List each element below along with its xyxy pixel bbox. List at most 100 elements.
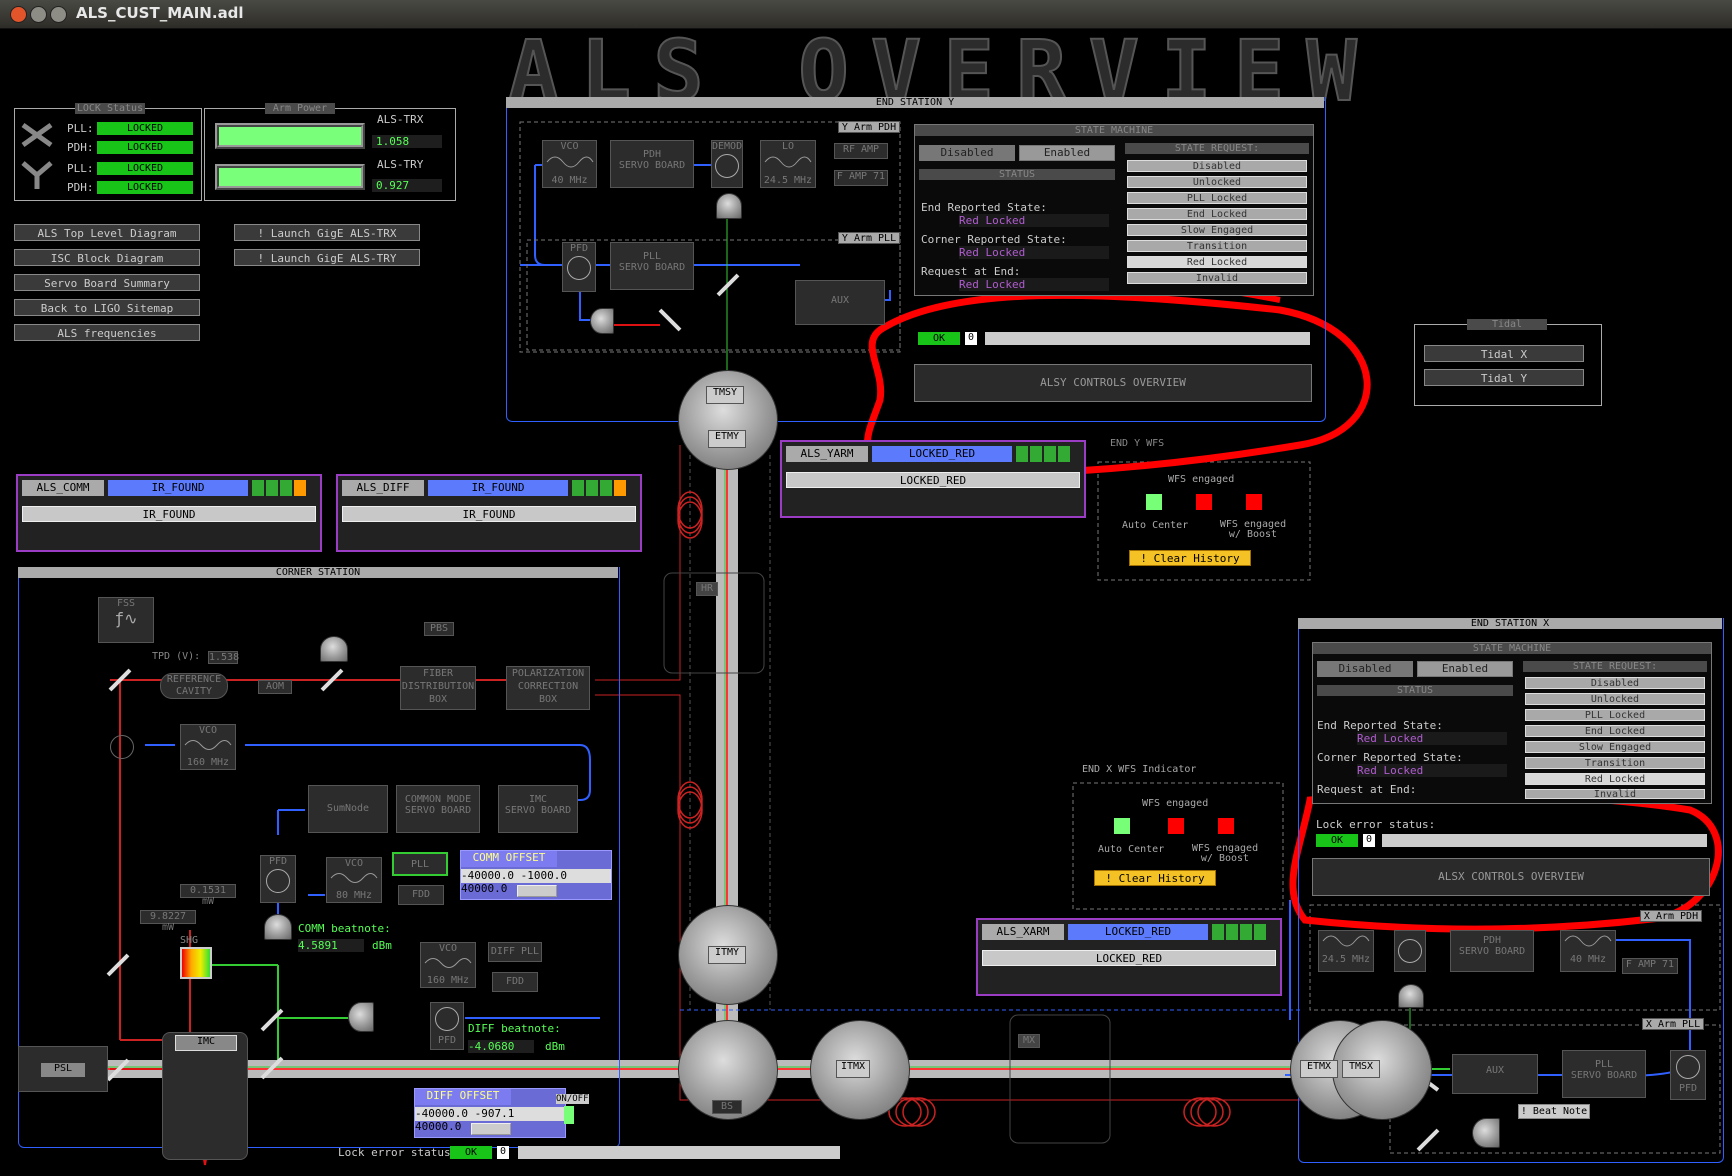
onoff-label[interactable]: ON/OFF bbox=[556, 1094, 589, 1104]
status-led bbox=[1254, 924, 1266, 940]
tmsy-etmy-optic[interactable] bbox=[678, 370, 778, 470]
close-icon[interactable] bbox=[10, 6, 27, 23]
y-request-red-locked[interactable]: Red Locked bbox=[1127, 256, 1307, 268]
y-request-end-locked[interactable]: End Locked bbox=[1127, 208, 1307, 220]
demod-label: DEMOD bbox=[712, 141, 743, 152]
x-request-unlocked[interactable]: Unlocked bbox=[1525, 693, 1705, 705]
photodiode-icon bbox=[590, 308, 614, 334]
diff-offset-slider[interactable] bbox=[471, 1123, 511, 1135]
y-request-invalid[interactable]: Invalid bbox=[1127, 272, 1307, 284]
status-led bbox=[294, 480, 306, 496]
x-clear-history-button[interactable]: ! Clear History bbox=[1094, 870, 1216, 886]
y-request-slow-engaged[interactable]: Slow Engaged bbox=[1127, 224, 1307, 236]
status-led bbox=[1240, 924, 1252, 940]
mixer-icon bbox=[435, 1007, 459, 1031]
diff-offset-header: DIFF OFFSET bbox=[415, 1089, 511, 1105]
tmsy-label: TMSY bbox=[706, 386, 744, 404]
lock-row-label: PDH: bbox=[67, 181, 94, 194]
nav-als-frequencies-button[interactable]: ALS frequencies bbox=[14, 324, 200, 341]
x-request-pll-locked[interactable]: PLL Locked bbox=[1525, 709, 1705, 721]
yarm-state-menu[interactable]: LOCKED_RED bbox=[786, 472, 1080, 488]
window-titlebar: ALS_CUST_MAIN.adl bbox=[0, 0, 1732, 29]
alsx-controls-overview-button[interactable]: ALSX CONTROLS OVERVIEW bbox=[1312, 858, 1710, 896]
x-pdh-status: LOCKED bbox=[97, 141, 193, 154]
vco-freq: 160 MHz bbox=[186, 757, 230, 768]
maximize-icon[interactable] bbox=[50, 6, 67, 23]
nav-als-top-level-button[interactable]: ALS Top Level Diagram bbox=[14, 224, 200, 241]
launch-gige-try-button[interactable]: ! Launch GigE ALS-TRY bbox=[234, 249, 420, 266]
pll-box[interactable]: PLL bbox=[392, 852, 448, 876]
x-request-slow-engaged[interactable]: Slow Engaged bbox=[1525, 741, 1705, 753]
nav-isc-block-button[interactable]: ISC Block Diagram bbox=[14, 249, 200, 266]
x-f-amp-box: F AMP 71 bbox=[1622, 958, 1678, 974]
x-pfd-box: PFD bbox=[1670, 1050, 1706, 1100]
box-line: FIBER bbox=[422, 668, 454, 679]
y-demod-box: DEMOD bbox=[711, 140, 743, 188]
nav-sitemap-button[interactable]: Back to LIGO Sitemap bbox=[14, 299, 200, 316]
comm-state-menu[interactable]: IR_FOUND bbox=[22, 506, 316, 522]
mx-label: MX bbox=[1018, 1034, 1040, 1048]
x-request-transition[interactable]: Transition bbox=[1525, 757, 1705, 769]
y-request-transition[interactable]: Transition bbox=[1127, 240, 1307, 252]
mixer-icon bbox=[567, 256, 591, 280]
yarm-name[interactable]: ALS_YARM bbox=[786, 446, 868, 462]
summing-junction-icon bbox=[110, 735, 134, 759]
comm-offset-header: COMM OFFSET bbox=[461, 851, 557, 867]
x-disabled-button[interactable]: Disabled bbox=[1317, 661, 1413, 677]
comm-state: IR_FOUND bbox=[108, 480, 248, 496]
corner-lock-error-bar bbox=[518, 1146, 840, 1159]
comm-name[interactable]: ALS_COMM bbox=[22, 480, 104, 496]
diff-offset-values: -40000.0 -907.1 40000.0 bbox=[415, 1107, 565, 1133]
end-station-x-header: END STATION X bbox=[1298, 618, 1722, 629]
try-power-bar bbox=[215, 164, 365, 190]
yarm-state: LOCKED_RED bbox=[872, 446, 1012, 462]
y-request-pll-locked[interactable]: PLL Locked bbox=[1127, 192, 1307, 204]
xarm-state-menu[interactable]: LOCKED_RED bbox=[982, 950, 1276, 966]
power1-readout: 0.1531 mW bbox=[180, 884, 236, 907]
tmsx-optic[interactable] bbox=[1332, 1020, 1432, 1120]
x-request-invalid[interactable]: Invalid bbox=[1525, 789, 1705, 800]
controls-label: ALSX CONTROLS OVERVIEW bbox=[1438, 870, 1584, 883]
corner-zero-value: 0 bbox=[497, 1146, 509, 1159]
y-request-unlocked[interactable]: Unlocked bbox=[1127, 176, 1307, 188]
nav-servo-board-button[interactable]: Servo Board Summary bbox=[14, 274, 200, 291]
window-title: ALS_CUST_MAIN.adl bbox=[76, 4, 244, 22]
corner-reported-label: Corner Reported State: bbox=[1317, 751, 1463, 764]
tidal-y-button[interactable]: Tidal Y bbox=[1424, 369, 1584, 386]
vco-label: VCO bbox=[438, 943, 458, 954]
x-request-red-locked[interactable]: Red Locked bbox=[1525, 773, 1705, 785]
y-pll-status: LOCKED bbox=[97, 162, 193, 175]
beat-note-button[interactable]: ! Beat Note bbox=[1518, 1104, 1590, 1119]
y-vco-box: VCO 40 MHz bbox=[542, 140, 597, 188]
box-line: IMC bbox=[528, 794, 548, 805]
pfd-label: PFD bbox=[437, 1035, 457, 1046]
alsy-controls-overview-button[interactable]: ALSY CONTROLS OVERVIEW bbox=[914, 364, 1312, 402]
itmx-optic[interactable] bbox=[810, 1020, 910, 1120]
y-disabled-button[interactable]: Disabled bbox=[919, 145, 1015, 161]
tidal-x-button[interactable]: Tidal X bbox=[1424, 345, 1584, 362]
y-request-disabled[interactable]: Disabled bbox=[1127, 160, 1307, 172]
launch-gige-trx-button[interactable]: ! Launch GigE ALS-TRX bbox=[234, 224, 420, 241]
diff-name[interactable]: ALS_DIFF bbox=[342, 480, 424, 496]
status-led bbox=[1016, 446, 1028, 462]
shg-crystal-icon bbox=[180, 947, 212, 979]
x-request-disabled[interactable]: Disabled bbox=[1525, 677, 1705, 689]
box-line: SERVO BOARD bbox=[618, 262, 686, 273]
status-led bbox=[586, 480, 598, 496]
y-enabled-button[interactable]: Enabled bbox=[1019, 145, 1115, 161]
box-line: SERVO BOARD bbox=[618, 160, 686, 171]
lock-row-label: PLL: bbox=[67, 122, 94, 135]
xarm-name[interactable]: ALS_XARM bbox=[982, 924, 1064, 940]
x-enabled-button[interactable]: Enabled bbox=[1417, 661, 1513, 677]
mixer-icon bbox=[1676, 1055, 1700, 1079]
diff-state-menu[interactable]: IR_FOUND bbox=[342, 506, 636, 522]
y-clear-history-button[interactable]: ! Clear History bbox=[1129, 550, 1251, 566]
comm-offset-slider[interactable] bbox=[517, 885, 557, 897]
aux-label: AUX bbox=[1485, 1065, 1505, 1076]
try-value: 0.927 bbox=[372, 179, 442, 192]
lo-label: LO bbox=[781, 141, 795, 152]
onoff-indicator bbox=[564, 1106, 574, 1124]
x-lock-error-label: Lock error status: bbox=[1316, 818, 1436, 831]
x-request-end-locked[interactable]: End Locked bbox=[1525, 725, 1705, 737]
minimize-icon[interactable] bbox=[30, 6, 47, 23]
